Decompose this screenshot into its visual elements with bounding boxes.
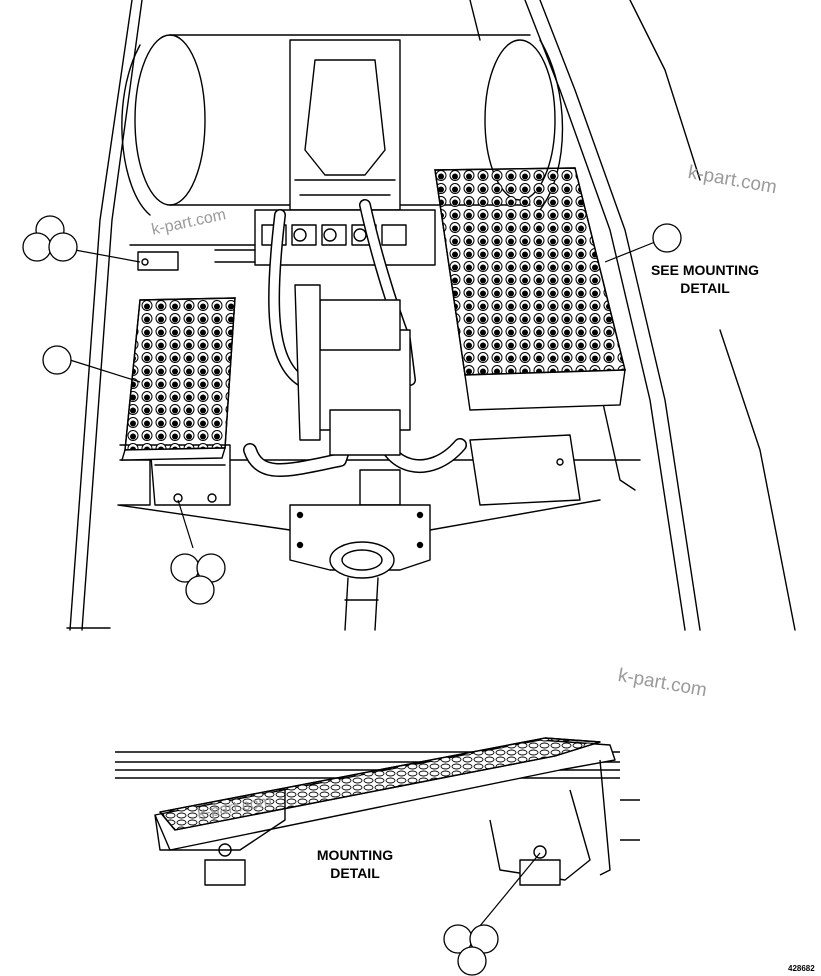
callout-bubble-group-3 — [170, 553, 226, 605]
mounting-detail-drawing — [115, 737, 640, 886]
winch-drum — [121, 34, 564, 216]
bolt-bracket — [137, 251, 179, 271]
left-step — [121, 297, 236, 461]
callout-bubble-2 — [42, 345, 72, 375]
leader-lines — [69, 241, 656, 939]
see-mounting-line-1: SEE MOUNTING — [650, 262, 760, 278]
callout-bubble-4 — [652, 223, 682, 253]
callout-bubble-group-1 — [22, 215, 78, 262]
figure-number: 428682 — [788, 964, 815, 973]
callout-bubbles — [22, 215, 682, 976]
see-mounting-line-2: DETAIL — [680, 280, 730, 296]
see-mounting-detail-label: SEE MOUNTING DETAIL — [640, 261, 770, 297]
mounting-detail-line-1: MOUNTING — [316, 847, 394, 863]
frame-rails — [66, 0, 796, 631]
right-bracket — [469, 389, 636, 506]
mounting-detail-line-2: DETAIL — [330, 865, 380, 881]
pump-assembly — [289, 284, 431, 631]
right-step — [434, 167, 626, 411]
left-step-bracket — [119, 444, 231, 506]
callout-bubble-group-5 — [443, 924, 499, 976]
mounting-detail-label: MOUNTING DETAIL — [290, 846, 420, 882]
